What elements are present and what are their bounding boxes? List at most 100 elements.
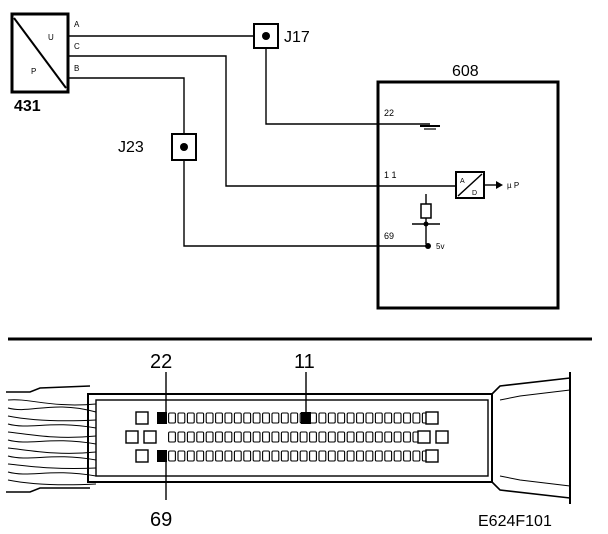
- connector-pin-cavity: [243, 450, 252, 462]
- connector-pin-cavity: [374, 450, 383, 462]
- connector-pin-cavity: [403, 412, 411, 424]
- connector-pin-11-label: 11: [294, 351, 315, 373]
- connector-pin-22-label: 22: [150, 351, 172, 373]
- connector-pin-cavity: [215, 412, 223, 424]
- resistor-symbol: [412, 194, 440, 244]
- sensor-pin-a: A: [74, 20, 80, 29]
- connector-pin-cavity: [290, 431, 299, 443]
- connector-pin-cavity: [168, 431, 176, 443]
- connector-pin-cavity: [290, 450, 299, 462]
- connector-pin-cavity: [196, 431, 205, 443]
- connector-end-block: [135, 449, 149, 463]
- connector-pin-cavity: [168, 450, 176, 462]
- connector-pin-cavity: [177, 450, 186, 462]
- sensor-431: U P A C B 431: [10, 12, 80, 115]
- connector-pin-cavity: [224, 412, 233, 424]
- connector-pin-cavity: [337, 412, 346, 424]
- connector-pin-cavity: [196, 412, 205, 424]
- connector-pin-cavity: [233, 431, 242, 443]
- connector-pin-cavity: [374, 412, 383, 424]
- connector-pin-69-label: 69: [150, 509, 172, 531]
- connector-pin-cavity: [309, 431, 317, 443]
- connector-pin-cavity: [403, 431, 411, 443]
- junction-j23-label: J23: [118, 139, 144, 156]
- connector-pin-cavity: [224, 431, 233, 443]
- connector-pin-cavity: [327, 431, 336, 443]
- wire-b-j23: [68, 77, 185, 134]
- connector-pin-cavity: [186, 412, 195, 424]
- connector-pin-cavity: [393, 450, 402, 462]
- connector-pin-cavity: [290, 412, 299, 424]
- connector-pin-cavity: [346, 412, 355, 424]
- sensor-id-label: 431: [14, 98, 41, 115]
- ecu-supply-label: 5v: [436, 242, 444, 251]
- connector-pin-22: [157, 412, 167, 424]
- wire-j23-pin69: [183, 160, 378, 247]
- connector-pin-cavity: [384, 412, 393, 424]
- connector-pin-cavity: [271, 412, 280, 424]
- connector-pin-cavity: [186, 431, 195, 443]
- connector-pin-cavity: [365, 412, 374, 424]
- callout-leaders: [165, 372, 307, 500]
- connector-pin-cavity: [262, 450, 270, 462]
- connector-pin-cavity: [243, 431, 252, 443]
- wire-j17-pin22: [265, 48, 378, 125]
- connector-pin-cavity: [327, 412, 336, 424]
- junction-j17-label: J17: [284, 29, 310, 46]
- connector-pin-cavity: [280, 431, 289, 443]
- connector-pin-cavity: [299, 450, 308, 462]
- connector-pin-cavity: [365, 431, 374, 443]
- connector-pin-cavity: [346, 450, 355, 462]
- connector-pin-cavity: [215, 450, 223, 462]
- connector-pin-cavity: [309, 450, 317, 462]
- connector-end-block: [435, 430, 449, 444]
- ecu-output-label: µ P: [507, 181, 519, 190]
- connector-pin-cavity: [412, 412, 421, 424]
- ecu-pin-22-label: 22: [384, 108, 394, 118]
- supply-dot: [425, 243, 431, 249]
- connector-pin-cavity: [393, 431, 402, 443]
- connector-end-block: [135, 411, 149, 425]
- ecu-608: 608 22 1 1 A D µ P 69: [376, 63, 560, 310]
- wire-c-pin11: [68, 55, 378, 187]
- connector-pin-cavity: [346, 431, 355, 443]
- figure-code: E624F101: [478, 513, 552, 530]
- ecu-id-label: 608: [452, 63, 479, 80]
- connector-pin-11: [301, 412, 311, 424]
- connector-pin-cavity: [205, 431, 214, 443]
- connector-pin-cavity: [186, 450, 195, 462]
- connector-pin-cavity: [384, 450, 393, 462]
- connector-pin-cavity: [243, 412, 252, 424]
- wires: [68, 35, 378, 247]
- connector-pin-cavity: [233, 412, 242, 424]
- arrow-icon: [496, 181, 503, 189]
- connector-pin-cavity: [318, 431, 327, 443]
- connector-pin-cavity: [318, 450, 327, 462]
- connector-pin-cavity: [299, 431, 308, 443]
- ecu-pin-11-label: 1 1: [384, 170, 397, 180]
- junction-j23: J23: [118, 133, 197, 161]
- sensor-symbol-u: U: [48, 33, 54, 42]
- sensor-pin-b: B: [74, 64, 79, 73]
- connector-pin-69: [157, 450, 167, 462]
- connector-pin-cavity: [168, 412, 176, 424]
- adc-label-a: A: [460, 178, 465, 185]
- connector-pin-cavity: [337, 431, 346, 443]
- connector-pin-cavity: [224, 450, 233, 462]
- connector-pin-cavity: [356, 412, 364, 424]
- connector-pin-cavity: [412, 450, 421, 462]
- ecu-pin-69-label: 69: [384, 231, 394, 241]
- junction-j17: J17: [253, 23, 310, 49]
- connector-pin-cavity: [374, 431, 383, 443]
- connector-pin-cavity: [262, 412, 270, 424]
- connector-end-block: [425, 411, 439, 425]
- connector-pin-cavity: [177, 412, 186, 424]
- connector-pin-cavity: [196, 450, 205, 462]
- connector-pin-cavity: [252, 450, 261, 462]
- connector-pin-cavity: [205, 450, 214, 462]
- connector-housing: [6, 372, 571, 504]
- connector-pin-cavity: [252, 431, 261, 443]
- connector-pin-cavity: [271, 450, 280, 462]
- connector-pin-cavity: [403, 450, 411, 462]
- connector-pin-cavity: [177, 431, 186, 443]
